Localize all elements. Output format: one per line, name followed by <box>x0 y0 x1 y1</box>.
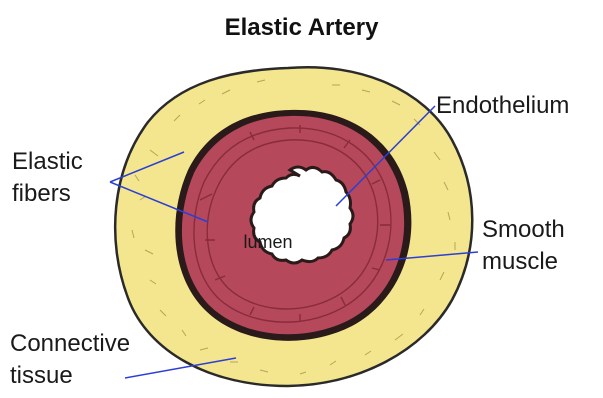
elastic-fibers-line2: fibers <box>12 178 83 210</box>
label-endothelium: Endothelium <box>436 90 569 122</box>
label-connective-tissue: Connective tissue <box>10 328 130 392</box>
elastic-fibers-line1: Elastic <box>12 146 83 178</box>
endothelium-text: Endothelium <box>436 90 569 122</box>
diagram-title: Elastic Artery <box>0 14 603 42</box>
connective-tissue-line1: Connective <box>10 328 130 360</box>
smooth-muscle-line1: Smooth <box>482 214 565 246</box>
label-lumen: lumen <box>228 232 308 253</box>
label-smooth-muscle: Smooth muscle <box>482 214 565 278</box>
connective-tissue-line2: tissue <box>10 360 130 392</box>
smooth-muscle-line2: muscle <box>482 246 565 278</box>
label-elastic-fibers: Elastic fibers <box>12 146 83 210</box>
